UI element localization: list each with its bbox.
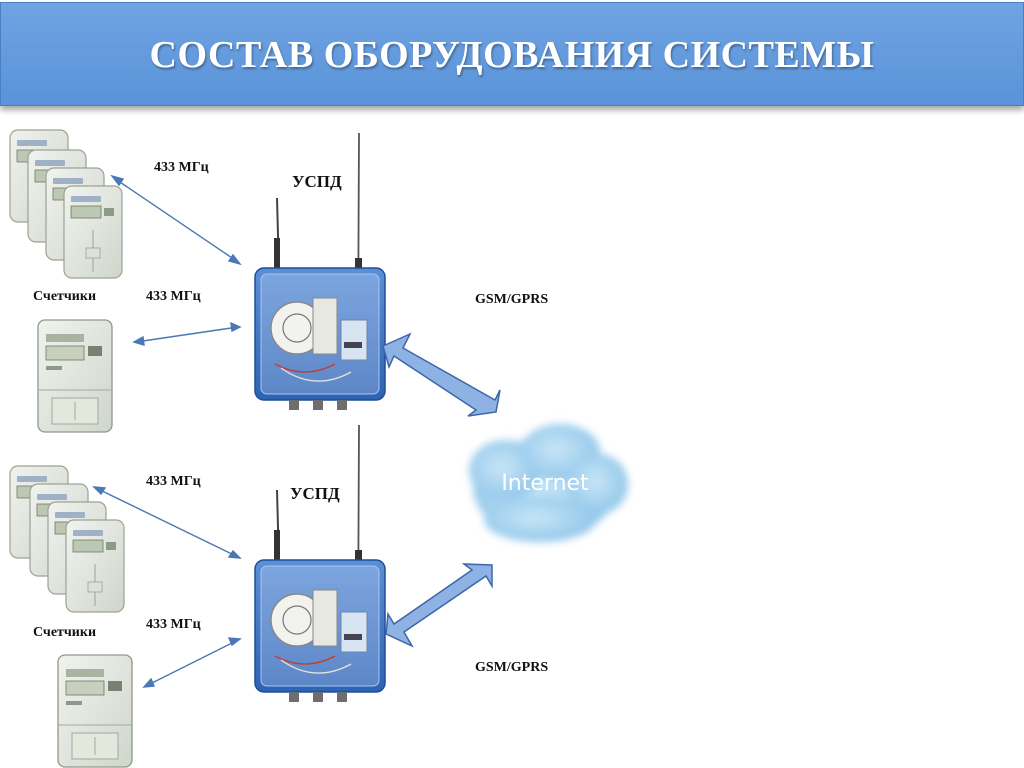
uspd-device-icon xyxy=(254,424,386,703)
radio-link-arrow xyxy=(142,637,242,688)
frequency-label: 433 МГц xyxy=(154,160,209,175)
meter-icon xyxy=(37,319,113,433)
meter-icon xyxy=(57,654,133,768)
title-banner: СОСТАВ ОБОРУДОВАНИЯ СИСТЕМЫ xyxy=(0,2,1024,106)
gsm-link-arrow xyxy=(382,332,501,417)
uspd-label: УСПД xyxy=(290,484,340,503)
gsm-gprs-label: GSM/GPRS xyxy=(475,292,549,307)
meter-stack-icon xyxy=(9,129,123,279)
gsm-gprs-label: GSM/GPRS xyxy=(475,660,549,675)
meter-stack-icon xyxy=(9,465,125,613)
radio-link-arrow xyxy=(92,486,242,559)
page-title: СОСТАВ ОБОРУДОВАНИЯ СИСТЕМЫ xyxy=(149,34,875,76)
gsm-link-arrow xyxy=(385,563,493,648)
internet-label: Internet xyxy=(501,471,589,496)
radio-link-arrow xyxy=(132,321,242,346)
frequency-label: 433 МГц xyxy=(146,289,201,304)
uspd-label: УСПД xyxy=(292,172,342,191)
meters-label: Счетчики xyxy=(33,625,97,640)
internet-cloud-icon: Internet xyxy=(469,424,628,542)
frequency-label: 433 МГц xyxy=(146,617,201,632)
meters-label: Счетчики xyxy=(33,289,97,304)
frequency-label: 433 МГц xyxy=(146,474,201,489)
radio-link-arrow xyxy=(110,174,242,266)
